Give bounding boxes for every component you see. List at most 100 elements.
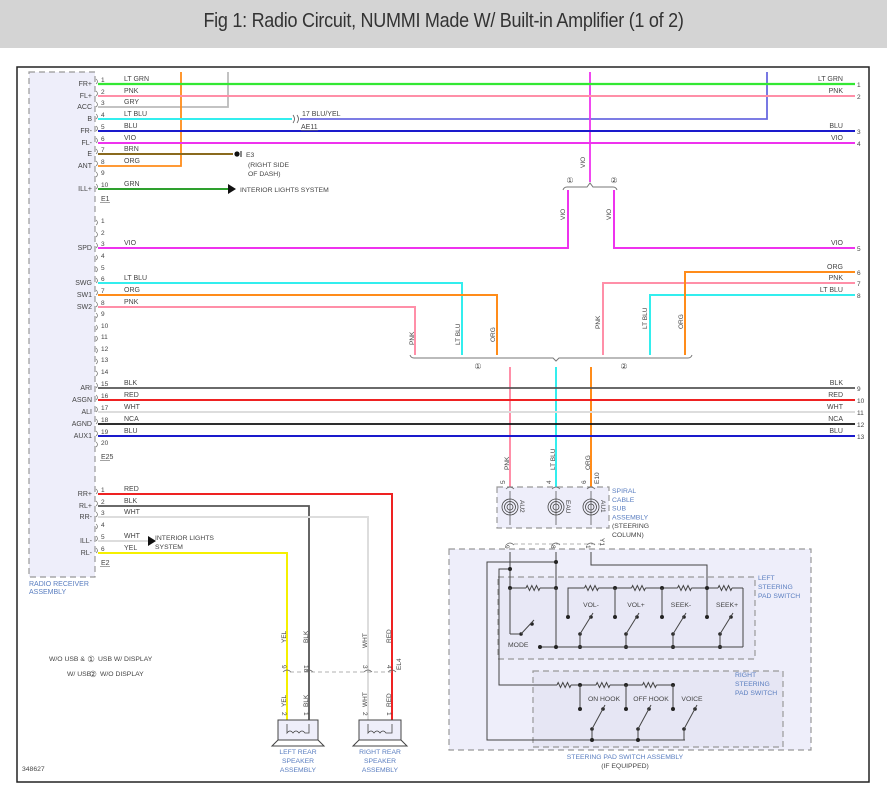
pin-name: E: [87, 151, 92, 158]
ground-id: E3: [246, 152, 255, 159]
pin-name: RR-: [80, 514, 93, 521]
pnk-label: PNK: [504, 456, 511, 470]
arrow-icon: [228, 184, 236, 194]
resistor-icon: [556, 681, 572, 689]
wire-color-label: LT GRN: [124, 76, 149, 83]
right-rear-speaker-body: [358, 719, 402, 741]
off-page-number: 3: [857, 129, 861, 136]
off-page-number: 1: [857, 82, 861, 89]
pin-chevron: [95, 266, 98, 273]
off-page-number: 5: [857, 246, 861, 253]
wire-color-label: BLK: [124, 380, 138, 387]
speaker-coil-icon: [286, 724, 310, 735]
wire-color-label: BLK: [303, 630, 310, 643]
wire-org: [98, 72, 182, 167]
pin-number: 1: [302, 712, 309, 716]
pin-number: 1: [385, 712, 392, 716]
off-page-wire-label: WHT: [827, 404, 844, 411]
pin-name: ACC: [77, 104, 92, 111]
pin-chevron: [551, 542, 561, 546]
splice-label-1: ①: [474, 362, 481, 371]
pin-number: 10: [101, 323, 109, 330]
left-pad-label: LEFT: [758, 575, 775, 582]
wire-color-label: LT BLU: [124, 111, 147, 118]
pin-chevron: [95, 90, 98, 97]
connector-id: E2: [101, 560, 110, 567]
pin-chevron: [95, 183, 98, 190]
pin-chevron: [95, 254, 98, 261]
junction-dot: [624, 707, 628, 711]
right-pad-label: RIGHT: [735, 672, 756, 679]
pin-chevron: [586, 542, 596, 546]
pin-chevron: [95, 160, 98, 167]
pin-number: 3: [361, 665, 368, 669]
wire-color-label: YEL: [281, 694, 288, 707]
pin-chevron: [95, 394, 98, 401]
pin-number: 3: [101, 241, 105, 248]
pin-chevron: [95, 418, 98, 425]
off-page-wire-label: LT BLU: [820, 287, 843, 294]
right-rear-speaker-label: SPEAKER: [364, 758, 396, 765]
wire-vio-spd: [98, 190, 569, 249]
junction-dot: [590, 738, 594, 742]
pin-number: 4: [546, 480, 553, 484]
spiral-label: COLUMN): [612, 532, 644, 539]
pin-name: SWG: [75, 280, 92, 287]
radio-receiver-label: ASSEMBLY: [29, 589, 67, 596]
pin-name: ARI: [80, 385, 92, 392]
junction-dot: [613, 615, 617, 619]
off-page-number: 7: [857, 281, 861, 288]
right-pad-label: STEERING: [735, 681, 770, 688]
pin-number: 9: [280, 665, 287, 669]
off-page-number: 2: [857, 94, 861, 101]
right-pad-box: [532, 670, 784, 748]
wire-color-label: BLU: [124, 123, 138, 130]
wire: [486, 561, 685, 741]
off-page-number: 8: [857, 293, 861, 300]
spiral-label: CABLE: [612, 497, 635, 504]
off-page-number: 9: [857, 386, 861, 393]
lt-blu-label: LT BLU: [455, 323, 462, 345]
ae11-connector-label: AE11: [301, 124, 318, 131]
pin-name: SW1: [77, 292, 92, 299]
pin-number: 4: [101, 253, 105, 260]
off-page-wire-label: VIO: [831, 240, 844, 247]
wire-color-label: BLU: [124, 428, 138, 435]
resistor-icon: [631, 584, 646, 592]
wire-color-label: WHT: [362, 633, 369, 648]
pin-chevron: [95, 488, 98, 495]
pin-chevron: [95, 370, 98, 377]
wire-color-label: LT BLU: [124, 275, 147, 282]
pin-chevron: [95, 406, 98, 413]
off-page-number: 4: [857, 141, 861, 148]
pin-number: 8: [101, 300, 105, 307]
ground-location: OF DASH): [248, 171, 280, 178]
pin-chevron: [95, 113, 98, 120]
wire-color-label: VIO: [124, 135, 137, 142]
pin-chevron: [95, 148, 98, 155]
wire-color-label: PNK: [124, 299, 139, 306]
off-page-wire-label: PNK: [829, 88, 844, 95]
wire-yel-rl-minus: [98, 552, 288, 720]
wire-color-label: RED: [124, 486, 139, 493]
wire-color-label: GRN: [124, 181, 140, 188]
steering-switch-icon: [672, 612, 687, 635]
pin-number: 4: [101, 112, 105, 119]
pin-number: 10: [584, 545, 591, 553]
ground-icon: [234, 151, 240, 157]
switch-label-off-hook: OFF HOOK: [633, 696, 669, 703]
junction-dot: [636, 738, 640, 742]
pin-number: 2: [280, 712, 287, 716]
pin-number: 6: [101, 276, 105, 283]
spiral-label: (STEERING: [612, 523, 649, 530]
off-page-wire-label: NCA: [828, 416, 843, 423]
wire-org-6: [684, 271, 855, 355]
junction-dot: [671, 707, 675, 711]
wire-color-label: YEL: [281, 630, 288, 643]
pin-chevron: [95, 219, 98, 226]
pin-chevron: [95, 312, 98, 319]
spiral-label: SPIRAL: [612, 488, 636, 495]
splice-label-2: ②: [620, 362, 627, 371]
pin-name: RR+: [78, 491, 92, 498]
